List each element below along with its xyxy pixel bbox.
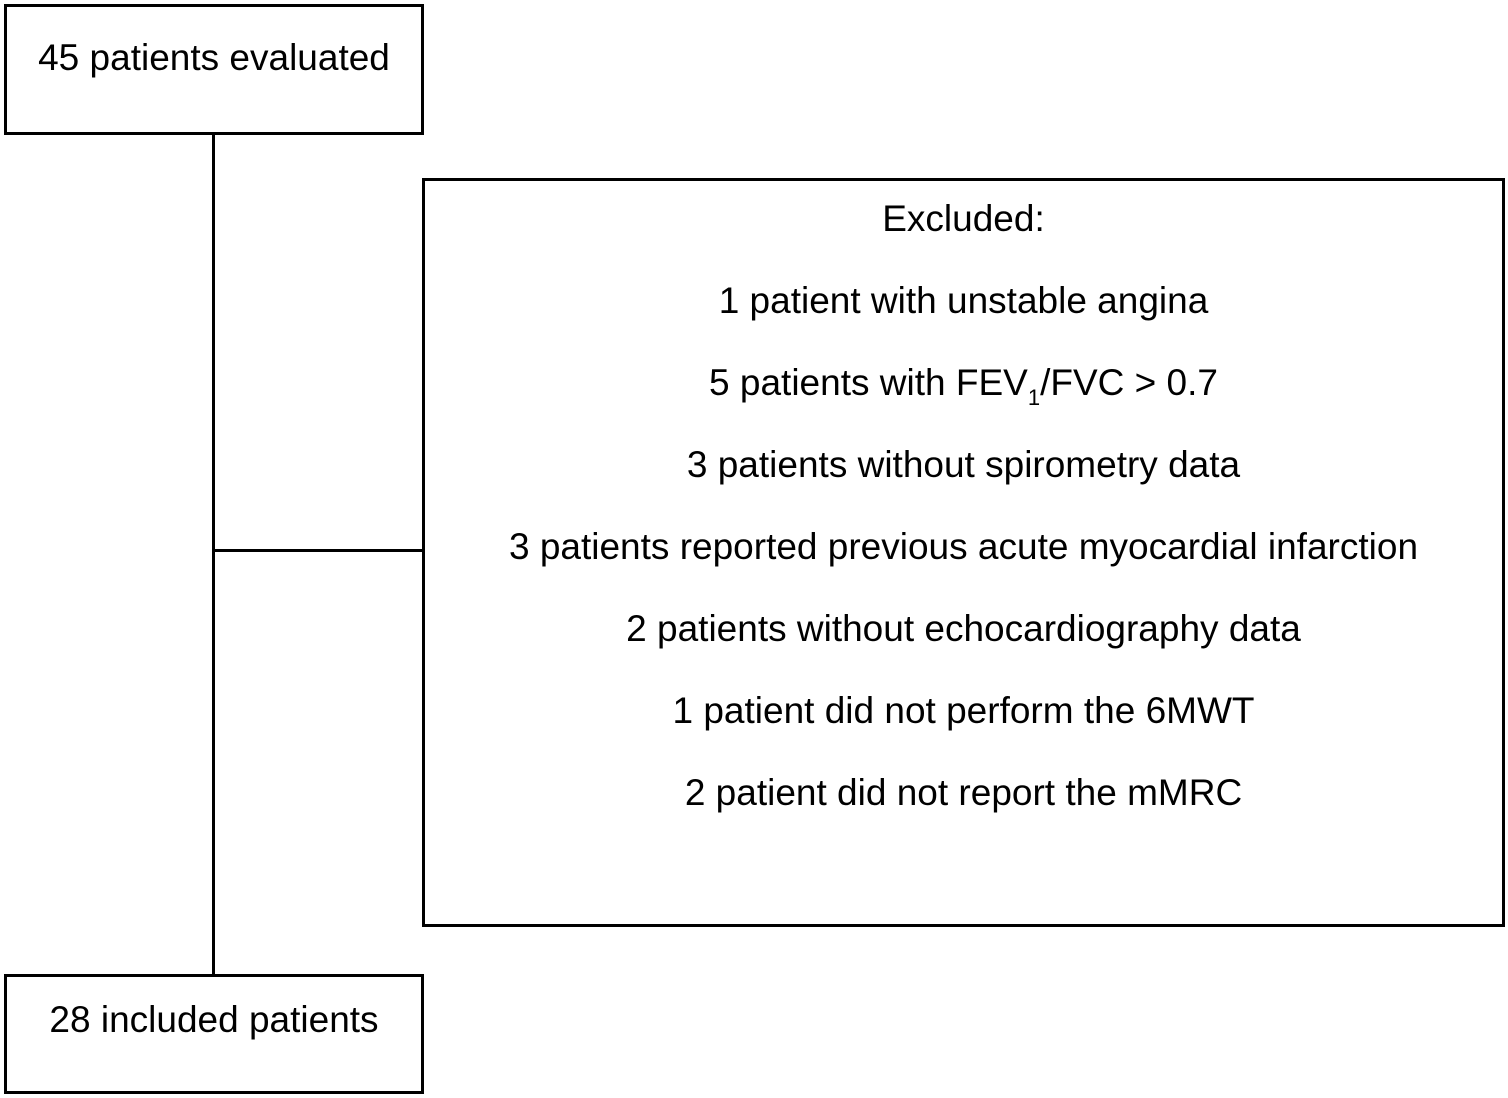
- included-patients-box: 28 included patients: [4, 974, 424, 1094]
- excluded-reason-fev1-fvc: 5 patients with FEV1/FVC > 0.7: [425, 361, 1502, 443]
- included-patients-label: 28 included patients: [49, 999, 379, 1040]
- excluded-reason-unstable-angina: 1 patient with unstable angina: [718, 280, 1209, 321]
- excluded-reasons-list: 1 patient with unstable angina 5 patient…: [425, 279, 1502, 853]
- excluded-reason-no-echocardiography: 2 patients without echocardiography data: [626, 608, 1301, 649]
- excluded-reason-no-6mwt: 1 patient did not perform the 6MWT: [672, 690, 1255, 731]
- fev-text: 5 patients with FEV: [709, 362, 1028, 403]
- excluded-title: Excluded:: [882, 198, 1045, 239]
- evaluated-patients-label: 45 patients evaluated: [38, 37, 390, 78]
- excluded-reason-no-mmrc: 2 patient did not report the mMRC: [684, 772, 1243, 813]
- flow-connector-to-excluded: [212, 549, 424, 552]
- evaluated-patients-box: 45 patients evaluated: [4, 4, 424, 135]
- flow-connector-vertical: [212, 134, 215, 976]
- fvc-ratio-text: /FVC > 0.7: [1040, 362, 1218, 403]
- fev-subscript: 1: [1027, 385, 1041, 410]
- excluded-patients-box: Excluded: 1 patient with unstable angina…: [422, 178, 1505, 927]
- excluded-reason-no-spirometry: 3 patients without spirometry data: [686, 444, 1241, 485]
- excluded-reason-myocardial-infarction: 3 patients reported previous acute myoca…: [508, 526, 1419, 567]
